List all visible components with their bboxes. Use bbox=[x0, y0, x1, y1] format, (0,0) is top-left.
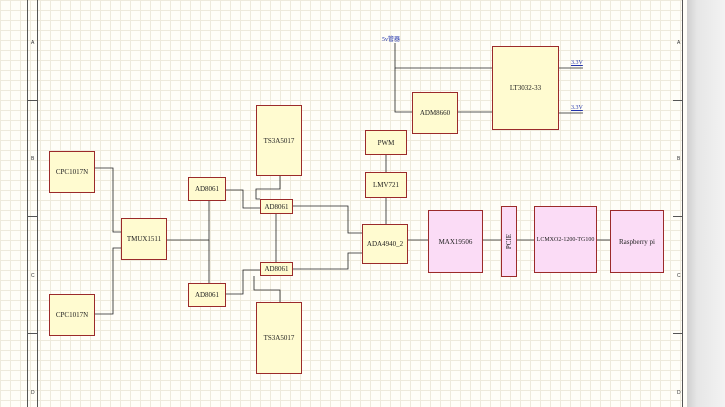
zone-tick bbox=[27, 100, 37, 101]
net-label-3v3: 3.3V bbox=[571, 60, 583, 66]
wire bbox=[95, 167, 121, 233]
block-label: MAX19506 bbox=[438, 237, 473, 246]
net-label-5v: 5v管器 bbox=[382, 37, 401, 43]
block-label: LCMXO2-1200-TG100 bbox=[536, 236, 595, 243]
block-ad8061-lower-mid[interactable]: AD8061 bbox=[260, 262, 293, 276]
wire bbox=[293, 205, 362, 234]
zone-label-right: D bbox=[677, 390, 681, 396]
block-label: CPC1017N bbox=[55, 311, 89, 319]
zone-label-left: D bbox=[31, 390, 35, 396]
block-pcie[interactable]: PCIE bbox=[501, 206, 517, 277]
block-ad8061-upper-left[interactable]: AD8061 bbox=[188, 177, 226, 201]
block-label: CPC1017N bbox=[55, 168, 89, 176]
block-lmv721[interactable]: LMV721 bbox=[365, 172, 407, 198]
window-right-edge bbox=[683, 0, 725, 407]
block-ad8061-lower-left[interactable]: AD8061 bbox=[188, 283, 226, 307]
sheet-inner-border-left bbox=[37, 0, 38, 407]
block-label: LMV721 bbox=[372, 181, 400, 189]
block-ts3a5017-bottom[interactable]: TS3A5017 bbox=[256, 302, 302, 374]
zone-label-left: C bbox=[31, 273, 35, 279]
block-label: TS3A5017 bbox=[263, 136, 295, 145]
block-label: AD8061 bbox=[264, 265, 289, 273]
wire bbox=[95, 247, 121, 315]
block-adm8660[interactable]: ADM8660 bbox=[412, 92, 458, 134]
zone-tick bbox=[673, 333, 683, 334]
zone-tick bbox=[27, 333, 37, 334]
zone-tick bbox=[27, 216, 37, 217]
block-label: ADA4940_2 bbox=[366, 240, 404, 248]
zone-tick bbox=[673, 216, 683, 217]
sheet-inner-border-right bbox=[682, 0, 683, 407]
zone-label-left: B bbox=[31, 156, 35, 162]
block-label: TMUX1511 bbox=[126, 235, 162, 243]
wire bbox=[394, 68, 412, 113]
block-max19506[interactable]: MAX19506 bbox=[428, 210, 483, 273]
block-cpc1017n-bottom[interactable]: CPC1017N bbox=[49, 294, 95, 336]
block-label: AD8061 bbox=[194, 185, 220, 193]
wire bbox=[255, 176, 281, 200]
zone-label-right: C bbox=[677, 273, 681, 279]
block-ts3a5017-top[interactable]: TS3A5017 bbox=[256, 105, 302, 176]
block-pwm[interactable]: PWM bbox=[365, 130, 407, 155]
block-label: AD8061 bbox=[264, 202, 289, 211]
wire bbox=[253, 276, 281, 302]
block-label: Raspberry pi bbox=[619, 237, 655, 246]
block-label: ADM8660 bbox=[419, 109, 451, 117]
wire bbox=[394, 43, 492, 69]
block-label: PCIE bbox=[505, 233, 513, 250]
block-raspberry-pi[interactable]: Raspberry pi bbox=[610, 210, 664, 273]
block-label: LT3032-33 bbox=[509, 84, 542, 92]
zone-label-left: A bbox=[31, 40, 35, 46]
wire bbox=[226, 189, 260, 209]
block-label: PWM bbox=[377, 138, 395, 147]
wire bbox=[293, 252, 362, 270]
wire bbox=[226, 269, 260, 295]
zone-tick bbox=[673, 100, 683, 101]
block-label: TS3A5017 bbox=[263, 334, 295, 342]
block-label: AD8061 bbox=[194, 291, 220, 299]
net-label-3v3: 3.3V bbox=[571, 105, 583, 111]
block-ad8061-upper-mid[interactable]: AD8061 bbox=[260, 199, 293, 214]
block-lt3032-33[interactable]: LT3032-33 bbox=[492, 46, 559, 130]
zone-label-right: A bbox=[677, 40, 681, 46]
sheet-outer-border-left bbox=[27, 0, 28, 407]
zone-label-right: B bbox=[677, 156, 681, 162]
block-ada4940-2[interactable]: ADA4940_2 bbox=[362, 224, 408, 264]
block-lcmxo2-1200-tg100[interactable]: LCMXO2-1200-TG100 bbox=[534, 206, 597, 273]
block-tmux1511[interactable]: TMUX1511 bbox=[121, 218, 167, 260]
block-cpc1017n-top[interactable]: CPC1017N bbox=[49, 151, 95, 193]
